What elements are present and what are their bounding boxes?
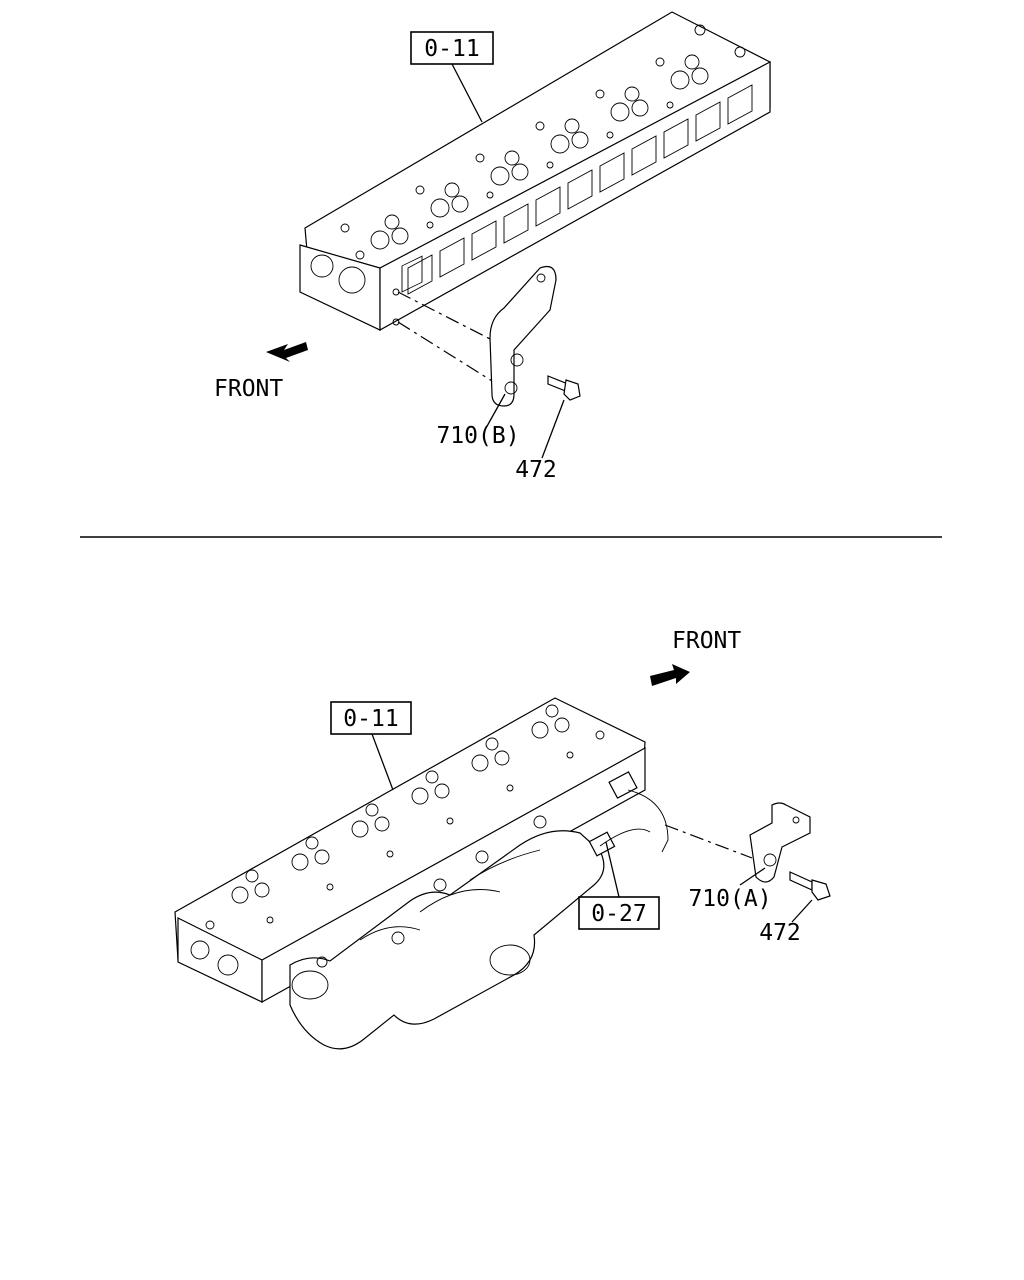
bracket-710a [749,802,811,883]
callout-710a: 710(A) [688,886,771,912]
sensor-harness [588,771,669,857]
bolt-472-lower [789,871,831,901]
front-label-upper: FRONT [214,376,283,402]
cylinder-head-upper [299,11,771,332]
front-label-lower: FRONT [672,628,741,654]
svg-text:0-11: 0-11 [424,36,479,62]
upper-view: 0-11 710(B) 472 FRONT [214,11,771,483]
callout-472-upper: 472 [515,457,557,483]
svg-text:0-27: 0-27 [591,901,646,927]
bracket-710b [489,265,557,407]
lower-view: FRONT [174,628,831,1050]
cylinder-head-lower [174,697,646,1004]
ref-box-0-27: 0-27 [578,841,660,930]
ref-box-0-11-lower: 0-11 [330,701,412,791]
ref-box-0-11-upper: 0-11 [410,31,494,123]
svg-text:0-11: 0-11 [343,706,398,732]
bolt-472-upper [547,375,581,401]
exhaust-manifold [289,815,605,1050]
callout-472-lower: 472 [759,920,801,946]
callout-710b: 710(B) [436,423,519,449]
front-arrow-lower-icon [650,664,690,686]
front-arrow-upper-icon [266,342,308,362]
